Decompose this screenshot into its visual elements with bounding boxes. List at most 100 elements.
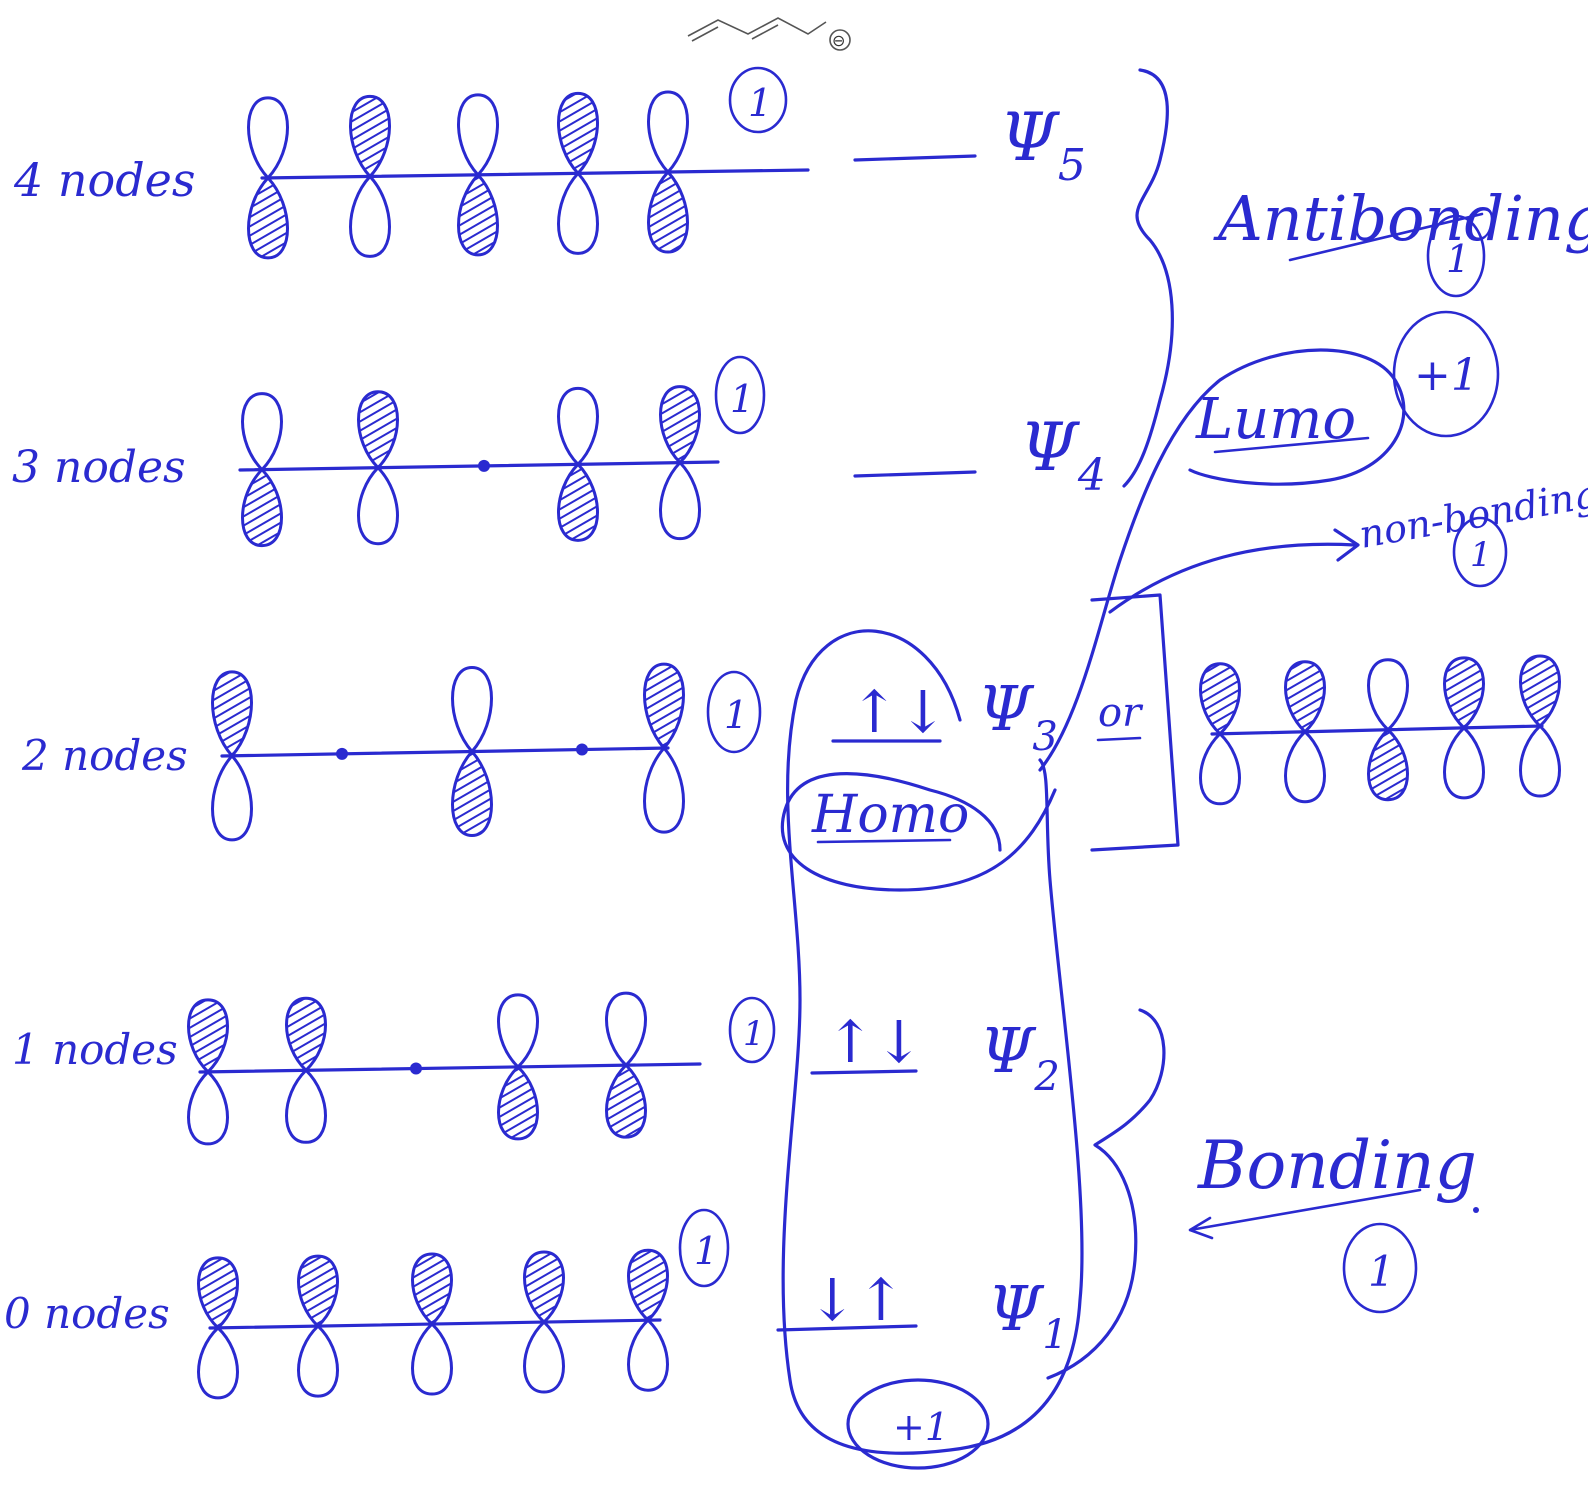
lumo-score: +1 [1414,350,1479,401]
non-bonding-score: 1 [1470,535,1492,575]
p-orbital-bottom-lobe [297,1324,339,1398]
p-orbital-top-lobe [197,1256,239,1330]
p-orbital-bottom-lobe [211,753,253,842]
psi-2-electrons: ↑↓ [826,1008,923,1076]
p-orbital-top-lobe [605,991,647,1068]
charge-label: ⊖ [832,31,845,50]
arrow-to-nonbonding [1108,542,1357,614]
p-orbital-bottom-lobe [647,169,689,254]
p-orbital-top-lobe [187,998,229,1074]
occupied-enclosure [781,629,1084,1455]
p-orbital-bottom-lobe [557,462,599,542]
score-psi4: 1 [730,377,754,421]
orbital-rows [187,90,1561,1400]
p-orbital-bottom-lobe [451,749,493,838]
bonding-label: Bonding [1197,1127,1477,1204]
psi-4-label: Ψ4 [1020,409,1106,501]
node-dot [576,743,588,756]
node-label-2: 2 nodes [21,731,188,780]
p-orbital-bottom-lobe [643,745,685,834]
p-orbital-top-lobe [627,1248,669,1323]
homo-loop [780,772,1057,892]
p-orbital-bottom-lobe [1199,731,1241,806]
p-orbital-bottom-lobe [557,171,599,255]
arrow-head-nonbonding [1333,528,1360,562]
p-orbital-bottom-lobe [1367,727,1409,802]
p-orbital-top-lobe [411,1252,453,1327]
enclosures: +1 [780,348,1406,1470]
p-orbital-top-lobe [457,93,499,178]
antibonding-label: Antibonding [1213,182,1588,255]
p-orbital-bottom-lobe [411,1321,453,1396]
orbital-row-psi1 [197,1248,669,1400]
bonding-brace [1046,1008,1166,1380]
p-orbital-top-lobe [643,662,685,751]
extra-score: +1 [893,1405,949,1449]
orbital-axis [198,1062,702,1074]
orbital-axis [220,746,670,758]
node-dot [336,747,348,760]
braces [1046,68,1174,1380]
annotations: Antibonding 1 Lumo +1 non-bonding 1 or H… [811,182,1588,1314]
score-psi3: 1 [724,693,748,737]
p-orbital-bottom-lobe [1443,725,1485,800]
p-orbital-bottom-lobe [241,467,283,548]
psi-3-electrons: ↑↓ [850,678,947,746]
p-orbital-top-lobe [451,666,493,754]
psi-1-electrons: ↓↑ [808,1266,905,1334]
energy-levels: Ψ5 Ψ4 ↑↓ Ψ3 ↑↓ Ψ2 ↓↑ Ψ1 [776,99,1106,1358]
score-circles: 1 1 1 1 1 [678,66,788,1288]
p-orbital-bottom-lobe [497,1064,539,1141]
p-orbital-bottom-lobe [247,175,289,260]
p-orbital-top-lobe [1367,658,1409,732]
p-orbital-top-lobe [557,386,599,467]
p-orbital-top-lobe [285,996,327,1073]
orbital-row-alt_psi3 [1199,654,1561,806]
pentadienyl-anion-structure: ⊖ [687,17,851,51]
p-orbital-bottom-lobe [1284,729,1326,804]
score-psi2: 1 [743,1014,765,1054]
antibonding-score: 1 [1446,237,1470,281]
psi-5-label: Ψ5 [1000,99,1086,191]
lumo-loop [1038,348,1406,772]
or-label: or [1098,690,1144,736]
p-orbital-top-lobe [349,94,391,179]
antibonding-brace [1122,68,1174,488]
p-orbital-top-lobe [297,1254,339,1329]
node-dot [478,459,490,472]
orbital-axis [260,168,810,180]
node-label-0: 0 nodes [4,1289,170,1338]
homo-label: Homo [811,785,969,845]
p-orbital-top-lobe [211,670,253,759]
p-orbital-bottom-lobe [659,460,701,541]
psi-3-label: Ψ3 [978,672,1058,760]
orbital-axis [208,1318,662,1330]
score-psi5: 1 [748,81,772,125]
p-orbital-bottom-lobe [523,1319,565,1394]
p-orbital-bottom-lobe [627,1318,669,1392]
p-orbital-top-lobe [557,91,599,176]
orbital-row-psi5 [247,90,810,260]
score-psi1: 1 [694,1229,718,1273]
bonding-score: 1 [1368,1247,1395,1296]
p-orbital-top-lobe [1519,654,1561,729]
p-orbital-top-lobe [647,90,689,175]
orbital-row-psi3 [211,662,685,842]
p-orbital-top-lobe [247,96,289,181]
psi-2-label: Ψ2 [980,1014,1060,1100]
orbital-row-psi4 [238,385,720,548]
p-orbital-bottom-lobe [1519,723,1561,798]
p-orbital-top-lobe [659,385,701,465]
node-dot [410,1062,422,1075]
p-orbital-bottom-lobe [349,174,391,258]
psi-1-label: Ψ1 [988,1272,1068,1358]
p-orbital-top-lobe [1284,660,1326,734]
p-orbital-top-lobe [241,392,283,472]
node-labels: 4 nodes 3 nodes 2 nodes 1 nodes 0 nodes [4,153,195,1338]
node-label-1: 1 nodes [12,1025,178,1074]
or-box [1090,593,1180,852]
orbital-row-psi2 [187,991,702,1146]
node-label-3: 3 nodes [12,442,186,493]
p-orbital-bottom-lobe [605,1063,647,1139]
